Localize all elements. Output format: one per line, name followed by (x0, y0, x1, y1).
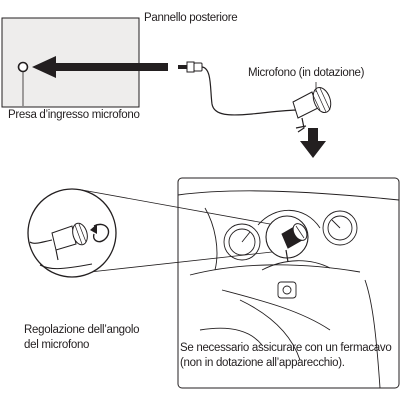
microphone-label: Microfono (in dotazione) (248, 67, 365, 79)
mic-plug (178, 61, 203, 73)
rotation-arrowhead (90, 224, 97, 234)
detail-connector-bottom (89, 251, 273, 273)
rotation-arrow (92, 223, 110, 243)
install-scene-frame (177, 177, 400, 389)
detail-cable-tail (39, 263, 93, 270)
supplied-microphone (292, 86, 332, 133)
insert-arrow (32, 56, 168, 78)
angle-label-line1: Regolazione dell’angolo (24, 324, 140, 336)
mic-jack-label: Presa d’ingresso microfono (8, 109, 140, 121)
mounted-microphone (281, 223, 308, 263)
clamp-note-line2: (non in dotazione all’apparecchio). (180, 357, 345, 369)
detail-microphone (29, 222, 88, 261)
mic-cable (201, 66, 301, 116)
dashboard-illustration (177, 190, 400, 389)
detail-connector-top (81, 189, 271, 225)
clamp-note-line1: Se necessario assicurare con un fermacav… (180, 342, 392, 354)
mic-input-jack (17, 61, 29, 73)
rear-panel-label: Pannello posteriore (144, 12, 238, 24)
detail-circle-small (265, 215, 309, 259)
down-arrow (300, 128, 326, 158)
angle-label-line2: del microfono (24, 339, 90, 351)
